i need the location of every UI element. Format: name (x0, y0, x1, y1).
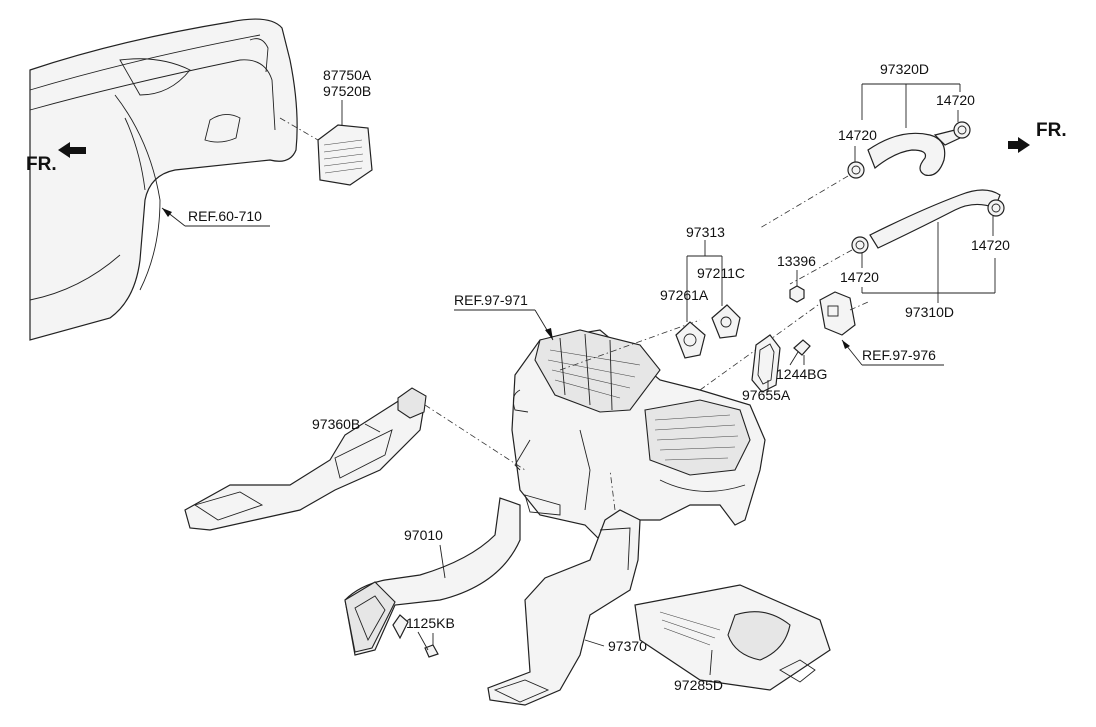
floor-duct-97370 (487, 509, 641, 706)
ref-97-971: REF.97-971 (454, 292, 528, 308)
front-direction-arrow-left: FR. (26, 142, 86, 175)
connector-block (819, 291, 856, 336)
label-14720-top-left: 14720 (838, 127, 877, 143)
label-97520B: 97520B (323, 83, 371, 99)
label-97655A: 97655A (742, 387, 791, 403)
heater-blower-unit (511, 329, 766, 541)
front-direction-arrow-right: FR. (1008, 120, 1067, 153)
label-97285D: 97285D (674, 677, 723, 693)
label-1244BG: 1244BG (776, 366, 827, 382)
label-97313: 97313 (686, 224, 725, 240)
label-14720-mid: 14720 (840, 269, 879, 285)
label-97010: 97010 (404, 527, 443, 543)
hose-clamp-2 (953, 121, 971, 139)
grommet-97655A (751, 334, 781, 393)
label-87750A: 87750A (323, 67, 372, 83)
label-97360B: 97360B (312, 416, 360, 432)
rear-heating-duct-97360B (184, 387, 427, 531)
label-13396: 13396 (777, 253, 816, 269)
gasket-97211C (711, 304, 741, 339)
bolt-1244BG (789, 339, 811, 366)
floor-duct-97010 (344, 497, 521, 656)
nut-13396 (789, 285, 805, 303)
rear-quarter-body-panel (29, 18, 298, 341)
label-97211C: 97211C (697, 265, 745, 281)
fr-label-right: FR. (1036, 120, 1067, 141)
label-97310D: 97310D (905, 304, 954, 320)
label-14720-top-right: 14720 (936, 92, 975, 108)
bolt-1125KB (417, 631, 439, 658)
hose-clamp-4 (987, 199, 1005, 217)
label-97370: 97370 (608, 638, 647, 654)
label-97261A: 97261A (660, 287, 709, 303)
label-14720-right: 14720 (971, 237, 1010, 253)
ref-60-710: REF.60-710 (188, 208, 262, 224)
label-1125KB: 1125KB (406, 615, 455, 631)
hose-clamp-3 (851, 236, 869, 254)
air-extractor-grille (317, 124, 373, 186)
heater-hose-97320D (867, 129, 961, 177)
label-97320D: 97320D (880, 61, 929, 77)
gasket-97261A (675, 321, 706, 359)
fr-label-left: FR. (26, 154, 57, 175)
hose-clamp-1 (847, 161, 865, 179)
ref-97-976: REF.97-976 (862, 347, 936, 363)
cover-97285D (634, 584, 831, 691)
